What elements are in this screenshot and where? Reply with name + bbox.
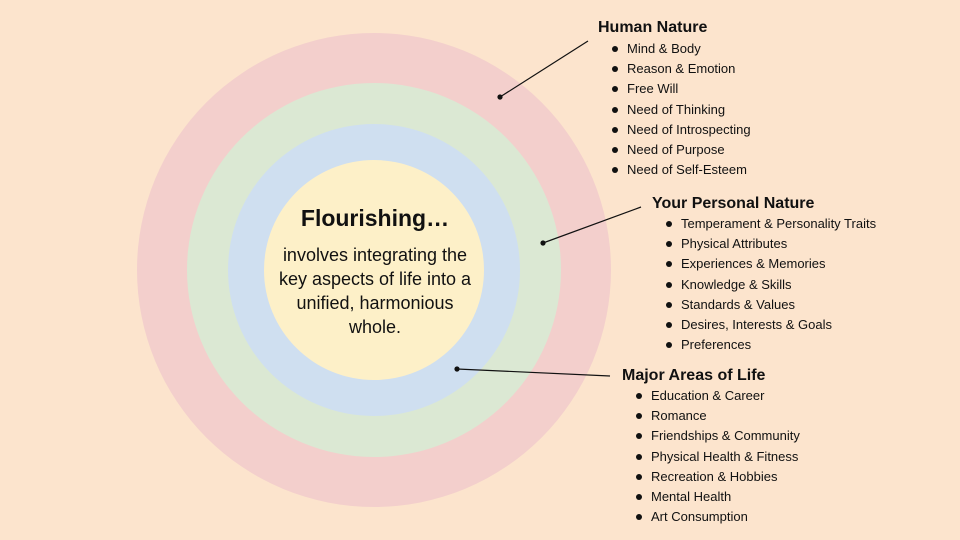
list-item-label: Physical Health & Fitness	[651, 448, 799, 464]
bullet-icon	[612, 147, 618, 154]
list-item: Reason & Emotion	[612, 59, 751, 79]
list-item: Education & Career	[636, 386, 800, 406]
list-item-label: Standards & Values	[681, 296, 795, 312]
center-text-block: Flourishing… involves integrating the ke…	[270, 196, 480, 339]
bullet-icon	[636, 473, 642, 480]
bullet-icon	[666, 281, 672, 288]
bullet-icon	[666, 241, 672, 248]
bullet-icon	[666, 342, 672, 349]
list-item: Free Will	[612, 79, 751, 99]
list-item: Mind & Body	[612, 39, 751, 59]
bullet-icon	[612, 86, 618, 93]
list-item-label: Reason & Emotion	[627, 61, 736, 77]
connector-dot-major-areas	[454, 366, 460, 372]
heading-personal-nature: Your Personal Nature	[652, 195, 815, 212]
list-item-label: Knowledge & Skills	[681, 276, 792, 292]
list-item-label: Need of Purpose	[627, 142, 725, 158]
list-item: Experiences & Memories	[666, 254, 876, 274]
list-item-label: Need of Self-Esteem	[627, 162, 747, 178]
bullet-icon	[666, 261, 672, 268]
list-item: Physical Attributes	[666, 234, 876, 254]
group-personal-nature: Your Personal Nature Temperament & Perso…	[652, 194, 876, 355]
bullet-icon	[666, 221, 672, 227]
connector-personal-nature	[542, 206, 642, 244]
center-title: Flourishing…	[300, 205, 450, 231]
list-item-label: Desires, Interests & Goals	[681, 317, 832, 333]
list-item: Temperament & Personality Traits	[666, 214, 876, 234]
list-item-label: Temperament & Personality Traits	[681, 216, 877, 231]
list-item-label: Preferences	[681, 337, 752, 353]
list-item-label: Mind & Body	[627, 41, 701, 56]
bullet-icon	[636, 453, 642, 460]
bullet-icon	[612, 46, 618, 52]
heading-major-areas: Major Areas of Life	[622, 367, 766, 384]
list-item: Physical Health & Fitness	[636, 447, 800, 467]
bullet-icon	[636, 393, 642, 399]
list-item: Mental Health	[636, 487, 800, 507]
center-circle	[264, 160, 484, 380]
list-item-label: Mental Health	[651, 489, 732, 505]
list-item: Art Consumption	[636, 507, 800, 527]
bullet-icon	[666, 322, 672, 329]
connector-dot-human-nature	[497, 94, 503, 100]
bullet-icon	[612, 167, 618, 174]
list-item-label: Experiences & Memories	[681, 256, 826, 272]
list-item: Friendships & Community	[636, 426, 800, 446]
list-item-label: Recreation & Hobbies	[651, 468, 778, 484]
bullet-icon	[612, 126, 618, 133]
connector-human-nature	[499, 40, 589, 98]
list-item: Knowledge & Skills	[666, 275, 876, 295]
list-item: Romance	[636, 406, 800, 426]
heading-human-nature: Human Nature	[598, 19, 708, 36]
list-item: Preferences	[666, 335, 876, 355]
bullet-icon	[636, 433, 642, 440]
list-item-label: Romance	[651, 408, 707, 424]
list-item-label: Friendships & Community	[651, 428, 800, 444]
list-item-label: Free Will	[627, 81, 679, 97]
bullet-icon	[612, 66, 618, 73]
bullet-icon	[636, 514, 642, 521]
bullet-icon	[636, 494, 642, 501]
list-item-label: Need of Thinking	[627, 101, 726, 117]
connector-major-areas	[456, 368, 611, 377]
bullet-icon	[666, 301, 672, 308]
list-item: Standards & Values	[666, 295, 876, 315]
list-item: Need of Introspecting	[612, 120, 751, 140]
list-item-label: Physical Attributes	[681, 236, 788, 252]
list-item-label: Art Consumption	[651, 509, 748, 525]
list-item-label: Need of Introspecting	[627, 121, 751, 137]
bullet-icon	[612, 106, 618, 113]
list-item: Need of Purpose	[612, 140, 751, 160]
list-item: Need of Self-Esteem	[612, 160, 751, 180]
list-item: Recreation & Hobbies	[636, 467, 800, 487]
list-item: Desires, Interests & Goals	[666, 315, 876, 335]
list-item-label: Education & Career	[651, 388, 765, 403]
bullet-icon	[636, 413, 642, 420]
list-item: Need of Thinking	[612, 100, 751, 120]
connector-dot-personal-nature	[540, 240, 546, 246]
center-description: involves integrating the key aspects of …	[278, 245, 472, 337]
